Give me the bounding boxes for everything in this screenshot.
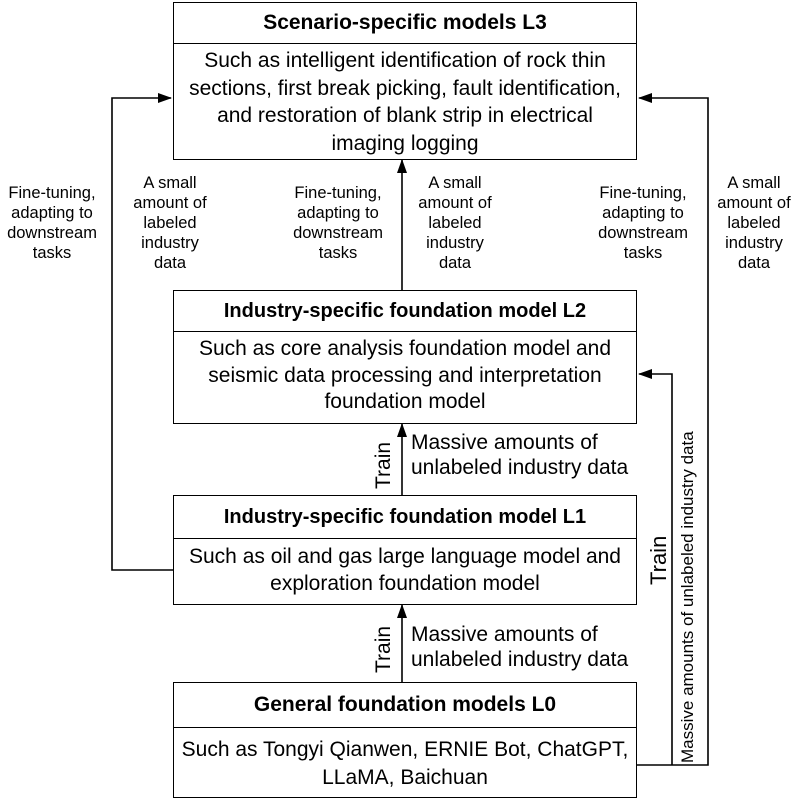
box-l3-scenario-models: Scenario-specific models L3 Such as inte… [173, 2, 637, 160]
arrow-l1-to-l3-left [111, 93, 173, 571]
arrow-l0-to-l2-right [638, 369, 673, 765]
label-small-amount-center: A small amount of labeled industry data [418, 174, 492, 272]
label-train-right: Train [646, 535, 671, 585]
label-train-lower: Train [372, 625, 395, 673]
box-l0-title: General foundation models L0 [174, 683, 636, 728]
label-massive-lower: Massive amounts of unlabeled industry da… [411, 623, 629, 671]
label-small-amount-right: A small amount of labeled industry data [717, 174, 791, 272]
label-train-upper: Train [372, 441, 395, 489]
label-massive-right-vertical: Massive amounts of unlabeled industry da… [678, 431, 697, 763]
label-finetune-left: Fine-tuning, adapting to downstream task… [7, 184, 97, 262]
box-l3-title: Scenario-specific models L3 [174, 3, 636, 44]
box-l0-description: Such as Tongyi Qianwen, ERNIE Bot, ChatG… [181, 738, 629, 789]
box-l2-industry-model: Industry-specific foundation model L2 Su… [173, 290, 637, 424]
box-l2-description: Such as core analysis foundation model a… [198, 337, 612, 413]
box-l2-title: Industry-specific foundation model L2 [174, 291, 636, 332]
box-l1-description: Such as oil and gas large language model… [189, 545, 621, 595]
label-massive-upper: Massive amounts of unlabeled industry da… [411, 431, 629, 479]
box-l0-general-models: General foundation models L0 Such as Ton… [173, 682, 637, 798]
box-l1-industry-model: Industry-specific foundation model L1 Su… [173, 495, 637, 605]
label-finetune-center: Fine-tuning, adapting to downstream task… [293, 184, 383, 262]
label-small-amount-left: A small amount of labeled industry data [133, 174, 207, 272]
box-l1-title: Industry-specific foundation model L1 [174, 496, 636, 539]
label-finetune-right: Fine-tuning, adapting to downstream task… [598, 184, 688, 262]
box-l3-description: Such as intelligent identification of ro… [189, 49, 621, 155]
